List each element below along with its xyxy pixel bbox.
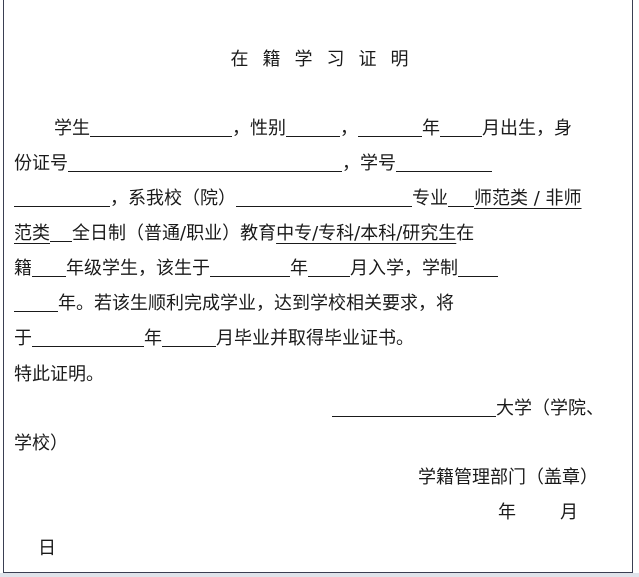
id-number-field[interactable] [68, 151, 342, 172]
comma: ， [340, 118, 358, 139]
category-gap [50, 221, 72, 242]
duration-field-cont[interactable] [14, 291, 58, 312]
date-year-month: 年月 [498, 500, 578, 526]
duration-field[interactable] [458, 256, 498, 277]
date-day: 日 [38, 536, 56, 562]
university-line: 大学（学院、 [332, 396, 604, 422]
category-line-1: 师范类 / 非师 [474, 188, 582, 209]
label-sign-day: 日 [38, 538, 56, 559]
grade-field[interactable] [32, 256, 66, 277]
student-no-field-cont[interactable] [14, 186, 110, 207]
label-enrolled-system: 月入学，学制 [350, 258, 458, 279]
label-student: 学生 [54, 118, 90, 139]
student-name-field[interactable] [90, 116, 232, 137]
gender-field[interactable] [286, 116, 340, 137]
label-ji: 籍 [14, 258, 32, 279]
paragraph-line-6: 年。若该生顺利完成学业，达到学校相关要求，将 [14, 291, 454, 317]
education-levels: 中专/专科/本科/研究生 [276, 223, 457, 244]
school-line: 学校） [14, 431, 68, 457]
label-student-no: ，学号 [342, 153, 396, 174]
graduate-month-field[interactable] [162, 326, 216, 347]
paragraph-line-4: 范类 全日制（普通/职业）教育中专/专科/本科/研究生在 [14, 221, 474, 247]
university-name-field[interactable] [332, 396, 496, 417]
label-sign-year: 年 [498, 502, 516, 523]
enroll-month-field[interactable] [308, 256, 350, 277]
label-grade-student: 年级学生，该生于 [66, 258, 210, 279]
graduate-year-field[interactable] [32, 326, 144, 347]
label-fulltime: 全日制（普通/职业）教育 [72, 223, 277, 244]
student-no-field[interactable] [396, 151, 492, 172]
hereby-line: 特此证明。 [14, 362, 104, 388]
label-our-school: ，系我校（院） [110, 188, 236, 209]
bottom-strip [0, 573, 639, 577]
label-school: 学校） [14, 433, 68, 454]
birth-year-field[interactable] [358, 116, 422, 137]
major-gap [448, 186, 474, 207]
department-field[interactable] [236, 186, 412, 207]
label-gender: ，性别 [232, 118, 286, 139]
label-zai: 在 [456, 223, 475, 244]
label-year-if: 年。若该生顺利完成学业，达到学校相关要求，将 [58, 293, 454, 314]
label-university: 大学（学院、 [496, 398, 604, 419]
label-major: 专业 [412, 188, 448, 209]
label-month-born: 月出生，身 [482, 118, 572, 139]
paragraph-line-2: 份证号 ，学号 [14, 151, 492, 177]
department-stamp: 学籍管理部门（盖章） [418, 465, 598, 491]
paragraph-line-7: 于 年 月毕业并取得毕业证书。 [14, 326, 414, 352]
certificate-frame [3, 0, 633, 573]
label-id-number: 份证号 [14, 153, 68, 174]
paragraph-line-1: 学生 ，性别 ， 年 月出生，身 [54, 116, 572, 142]
label-hereby: 特此证明。 [14, 364, 104, 385]
label-year: 年 [422, 118, 440, 139]
paragraph-line-3: ，系我校（院） 专业 师范类 / 非师 [14, 186, 582, 212]
label-department: 学籍管理部门（盖章） [418, 467, 598, 488]
enroll-year-field[interactable] [210, 256, 290, 277]
label-year-3: 年 [144, 328, 162, 349]
label-year-2: 年 [290, 258, 308, 279]
paragraph-line-5: 籍 年级学生，该生于 年 月入学，学制 [14, 256, 498, 282]
category-line-2: 范类 [14, 223, 50, 244]
birth-month-field[interactable] [440, 116, 482, 137]
document-title: 在籍学习证明 [230, 49, 423, 70]
label-yu: 于 [14, 328, 32, 349]
label-graduate: 月毕业并取得毕业证书。 [216, 328, 414, 349]
label-sign-month: 月 [560, 502, 578, 523]
